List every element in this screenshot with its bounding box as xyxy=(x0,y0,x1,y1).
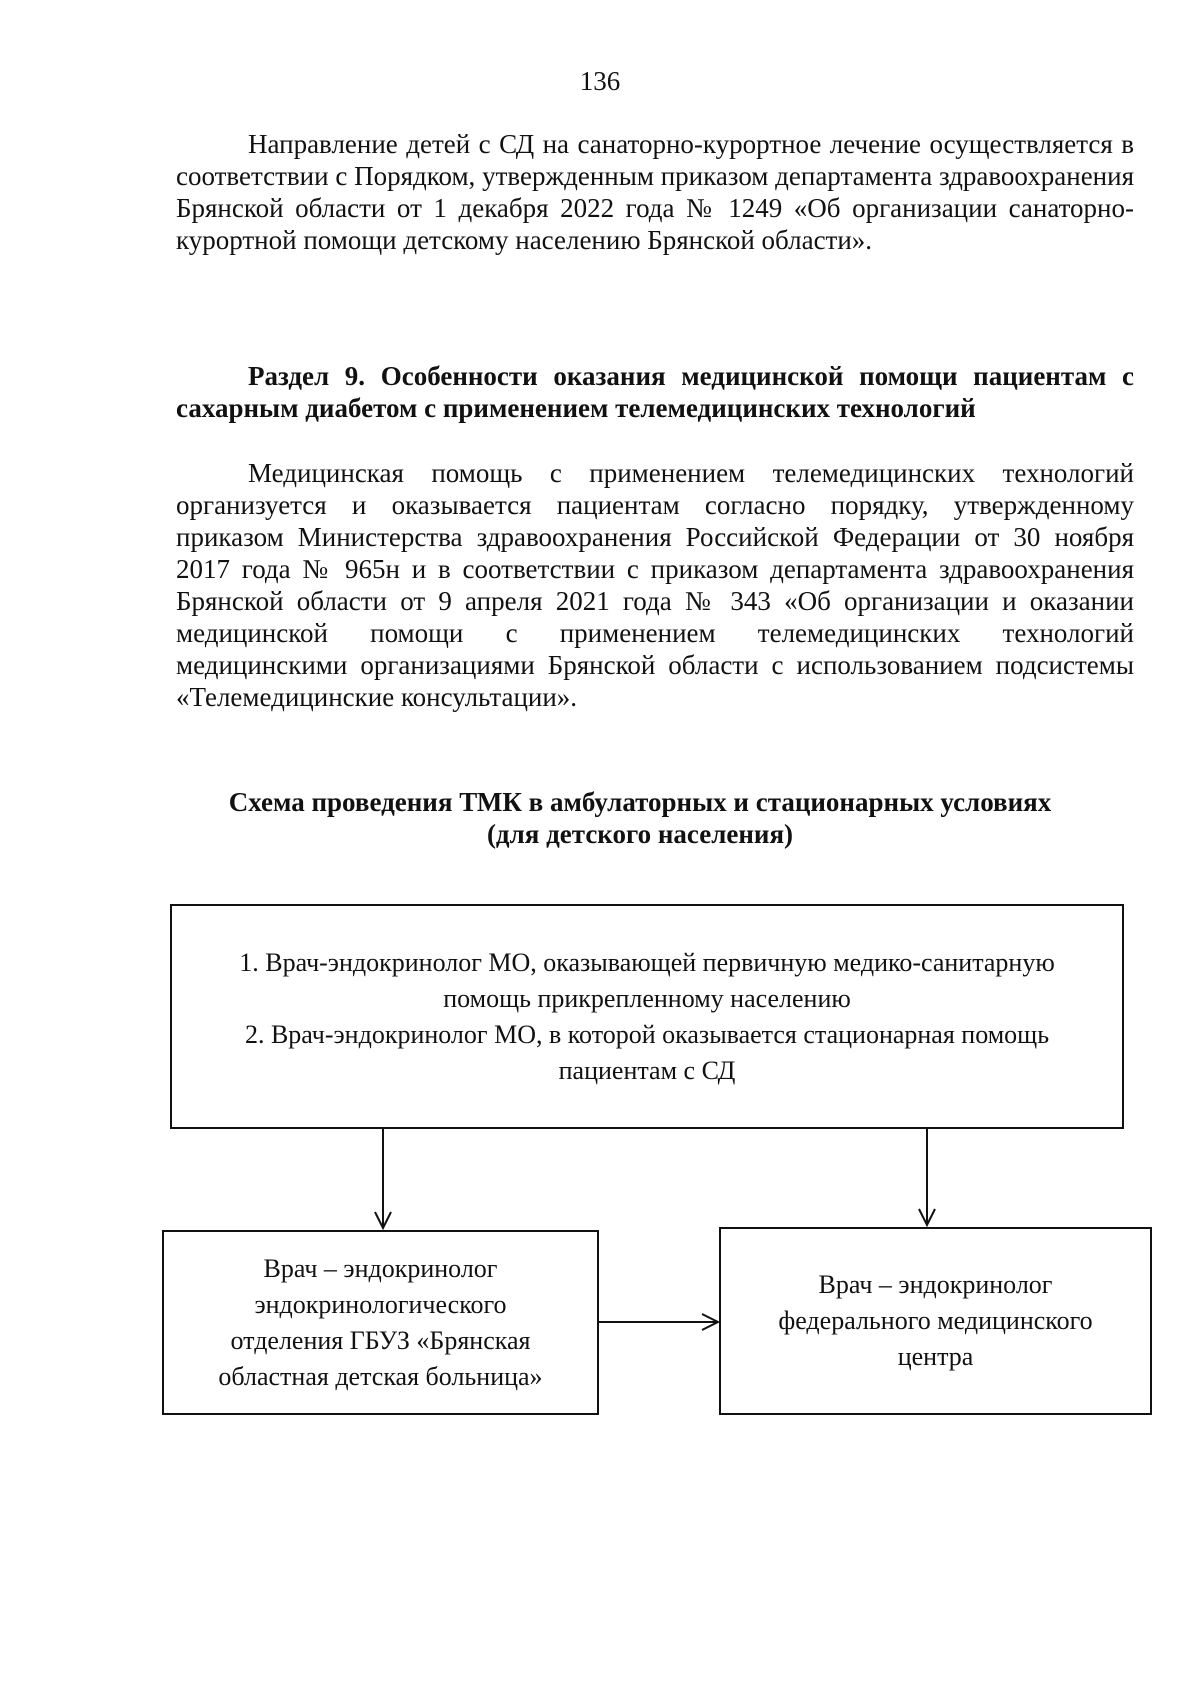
flow-box-regional-hospital: Врач – эндокринолог эндокринологического… xyxy=(162,1230,599,1415)
flow-box-line: 2. Врач-эндокринолог МО, в которой оказы… xyxy=(244,1019,1050,1049)
arrowhead-down-right xyxy=(918,1208,936,1228)
flow-box-line: областная детская больница» xyxy=(218,1361,543,1391)
flow-box-line: Врач – эндокринолог xyxy=(818,1270,1053,1299)
arrowhead-right xyxy=(701,1313,721,1331)
flow-box-line: 1. Врач-эндокринолог МО, оказывающей пер… xyxy=(239,947,1055,977)
flow-box-primary-endocrinologists: 1. Врач-эндокринолог МО, оказывающей пер… xyxy=(170,904,1124,1129)
paragraph-sanatorium: Направление детей с СД на санаторно-куро… xyxy=(176,129,1134,255)
paragraph-telemedicine: Медицинская помощь с применением телемед… xyxy=(176,458,1134,712)
flow-box-line: эндокринологического xyxy=(254,1289,507,1319)
scheme-title: Схема проведения ТМК в амбулаторных и ст… xyxy=(120,786,1160,850)
flow-box-line: помощь прикрепленному населению xyxy=(443,983,851,1013)
flow-box-line: федерального медицинского xyxy=(778,1306,1093,1335)
scheme-title-line-2: (для детского населения) xyxy=(486,819,794,849)
flow-box-federal-center: Врач – эндокринолог федерального медицин… xyxy=(719,1227,1152,1415)
section-heading: Раздел 9. Особенности оказания медицинск… xyxy=(176,361,1134,423)
flow-box-line: пациентам с СД xyxy=(558,1055,736,1085)
flow-box-line: центра xyxy=(897,1342,974,1371)
flow-box-line: Врач – эндокринолог xyxy=(263,1253,498,1283)
arrowhead-down-left xyxy=(374,1211,392,1231)
scheme-title-line-1: Схема проведения ТМК в амбулаторных и ст… xyxy=(228,787,1052,817)
page-number: 136 xyxy=(579,66,621,96)
flow-box-line: отделения ГБУЗ «Брянская xyxy=(230,1325,531,1355)
